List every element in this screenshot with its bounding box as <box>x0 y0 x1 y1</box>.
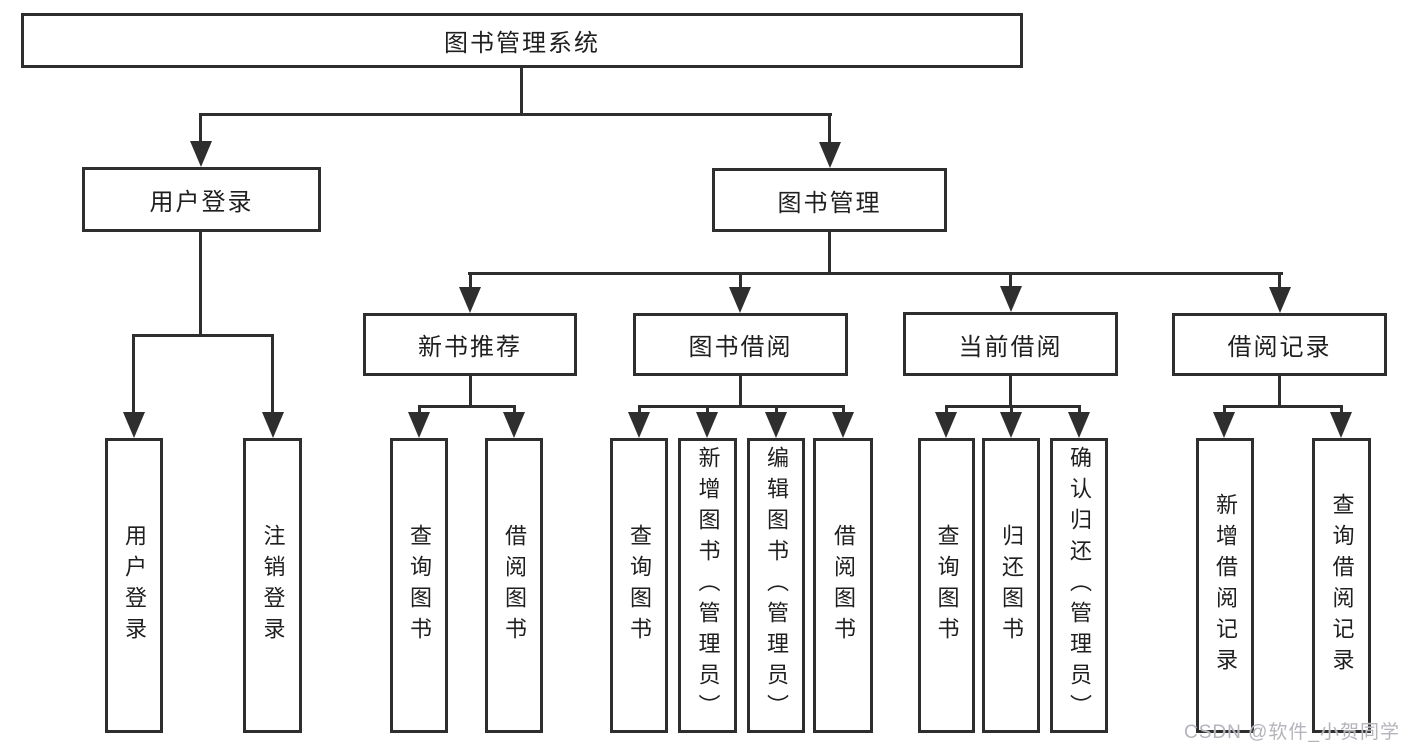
connector-level2-bar <box>199 113 832 116</box>
node-label: 确认归还（管理员） <box>1067 446 1092 725</box>
connector-groupD-bar <box>945 405 1081 408</box>
node-book-management: 图书管理 <box>712 168 947 232</box>
connector-drop-book-borrow <box>739 272 742 293</box>
node-library-management-system: 图书管理系统 <box>21 13 1023 68</box>
arrowhead-query-borrow-record <box>1330 412 1352 438</box>
connector-drop-query-book-recommend <box>418 405 421 418</box>
connector-level3-bar <box>468 272 1283 275</box>
connector-drop-current-borrow <box>1009 272 1012 293</box>
connector-drop-query-book-borrow <box>638 405 641 418</box>
arrowhead-edit-book-admin <box>765 412 787 438</box>
connector-drop-return-book <box>1010 405 1013 418</box>
leaf-borrow-book-recommend: 借阅图书 <box>485 438 543 733</box>
arrowhead-leaf-logout <box>262 412 284 438</box>
leaf-confirm-return-admin: 确认归还（管理员） <box>1050 438 1108 733</box>
connector-drop-add-borrow-record <box>1223 405 1226 418</box>
connector-new-book-stem <box>469 376 472 408</box>
leaf-add-borrow-record: 新增借阅记录 <box>1196 438 1254 733</box>
arrowhead-borrow-book-recommend <box>503 412 525 438</box>
node-new-book-recommend: 新书推荐 <box>363 313 577 376</box>
leaf-query-book-borrow: 查询图书 <box>610 438 668 733</box>
connector-groupC-bar <box>638 405 845 408</box>
connector-drop-borrow-book <box>842 405 845 418</box>
connector-drop-query-book-current <box>945 405 948 418</box>
leaf-edit-book-admin: 编辑图书（管理员） <box>747 438 805 733</box>
leaf-logout: 注销登录 <box>243 438 302 733</box>
node-label: 图书管理系统 <box>444 30 600 57</box>
csdn-watermark: CSDN @软件_小贺同学 <box>1184 722 1400 743</box>
connector-groupA-bar <box>132 334 274 337</box>
connector-drop-query-borrow-record <box>1340 405 1343 418</box>
node-label: 当前借阅 <box>958 333 1063 361</box>
arrowhead-new-book <box>459 287 481 313</box>
node-label: 归还图书 <box>999 523 1024 648</box>
node-label: 新书推荐 <box>418 334 522 361</box>
node-label: 新增图书（管理员） <box>695 446 721 725</box>
node-label: 查询图书 <box>934 523 960 648</box>
node-label: 图书借阅 <box>688 334 793 361</box>
node-label: 用户登录 <box>122 523 147 648</box>
node-label: 查询借阅记录 <box>1329 492 1355 679</box>
connector-drop-leaf-logout <box>271 334 274 418</box>
connector-drop-new-book <box>469 272 472 293</box>
connector-book-management-stem <box>828 232 831 275</box>
arrowhead-add-book-admin <box>696 412 718 438</box>
arrowhead-book-borrow <box>729 287 751 313</box>
leaf-return-book: 归还图书 <box>982 438 1040 733</box>
arrowhead-confirm-return <box>1068 412 1090 438</box>
connector-root-stem <box>520 68 523 115</box>
node-label: 借阅记录 <box>1227 334 1332 361</box>
node-label: 借阅图书 <box>831 523 856 648</box>
node-book-borrow: 图书借阅 <box>633 313 848 376</box>
node-current-borrow: 当前借阅 <box>903 312 1118 376</box>
arrowhead-query-book-current <box>935 412 957 438</box>
arrowhead-query-book-recommend <box>408 412 430 438</box>
arrowhead-leaf-user-login <box>123 412 145 438</box>
node-label: 用户登录 <box>149 189 254 216</box>
node-label: 查询图书 <box>407 523 432 648</box>
connector-drop-confirm-return <box>1078 405 1081 418</box>
connector-drop-borrow-records <box>1278 272 1281 293</box>
connector-book-borrow-stem <box>739 376 742 408</box>
connector-drop-book-management <box>828 113 831 147</box>
node-borrow-records: 借阅记录 <box>1172 313 1387 376</box>
leaf-add-book-admin: 新增图书（管理员） <box>678 438 737 733</box>
node-label: 注销登录 <box>260 523 286 648</box>
node-label: 新增借阅记录 <box>1213 492 1238 679</box>
arrowhead-current-borrow <box>1000 286 1022 312</box>
arrowhead-user-login <box>190 141 212 167</box>
arrowhead-query-book-borrow <box>628 412 650 438</box>
leaf-query-book-current: 查询图书 <box>918 438 975 733</box>
connector-borrow-records-stem <box>1278 376 1281 408</box>
leaf-borrow-book: 借阅图书 <box>813 438 873 733</box>
connector-groupE-bar <box>1223 405 1343 408</box>
connector-user-login-stem <box>199 232 202 336</box>
connector-drop-edit-book-admin <box>775 405 778 418</box>
connector-drop-add-book-admin <box>706 405 709 418</box>
connector-drop-leaf-user-login <box>132 334 135 418</box>
node-label: 查询图书 <box>627 523 652 648</box>
connector-drop-user-login <box>199 113 202 147</box>
leaf-query-book-recommend: 查询图书 <box>390 438 448 733</box>
connector-groupB-bar <box>418 405 516 408</box>
node-label: 编辑图书（管理员） <box>764 446 789 725</box>
arrowhead-add-borrow-record <box>1213 412 1235 438</box>
leaf-query-borrow-record: 查询借阅记录 <box>1312 438 1371 733</box>
connector-drop-borrow-book-recommend <box>513 405 516 418</box>
arrowhead-book-management <box>819 142 841 168</box>
connector-current-borrow-stem <box>1009 376 1012 408</box>
leaf-user-login: 用户登录 <box>105 438 163 733</box>
arrowhead-return-book <box>1000 412 1022 438</box>
node-label: 图书管理 <box>777 189 882 217</box>
node-user-login: 用户登录 <box>82 167 321 232</box>
node-label: 借阅图书 <box>502 523 527 648</box>
arrowhead-borrow-book <box>832 412 854 438</box>
arrowhead-borrow-records <box>1269 287 1291 313</box>
